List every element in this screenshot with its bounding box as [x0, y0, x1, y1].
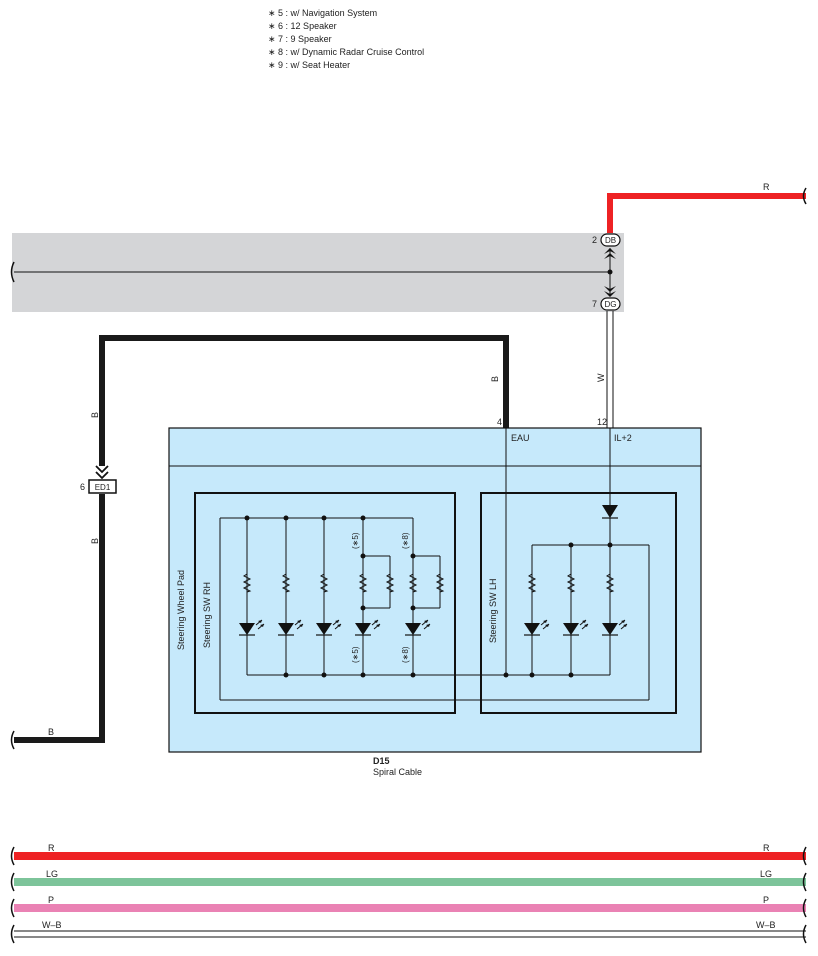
bottom-wire-p: P P: [10, 895, 807, 918]
diode-icon: [602, 505, 618, 518]
steering-sw-lh: Steering SW LH: [480, 492, 677, 714]
pad-label: Steering Wheel Pad: [176, 570, 186, 650]
wire-color-label: B: [90, 538, 100, 544]
wire-color-label: B: [90, 412, 100, 418]
connector-arrow-icon: [604, 248, 616, 254]
pin-name: IL+2: [614, 433, 632, 443]
black-wire-lower: [14, 494, 105, 743]
wire-color-label: B: [490, 376, 500, 382]
connector-label: DG: [605, 300, 617, 309]
wire-color-label: LG: [760, 869, 772, 879]
bottom-wire-lg: LG LG: [10, 869, 807, 892]
wire-color-label: R: [763, 843, 770, 853]
lh-label: Steering SW LH: [488, 578, 498, 643]
note-line: ∗ 9 : w/ Seat Heater: [268, 60, 350, 70]
note-line: ∗ 7 : 9 Speaker: [268, 34, 332, 44]
wire-color-label: R: [48, 843, 55, 853]
wire-color-label: R: [763, 182, 770, 192]
note-line: ∗ 6 : 12 Speaker: [268, 21, 337, 31]
wire-color-label: P: [763, 895, 769, 905]
pin-number: 4: [497, 417, 502, 427]
connector-pin: 7: [592, 299, 597, 309]
pin-name: EAU: [511, 433, 530, 443]
component-name: Spiral Cable: [373, 767, 422, 777]
white-wire: [606, 311, 614, 428]
wire-color-label: W–B: [756, 920, 776, 930]
wire-break-icon: [10, 730, 15, 750]
junction-dot: [607, 269, 613, 275]
connector-ed1: ED1 6: [80, 465, 117, 494]
note-line: ∗ 8 : w/ Dynamic Radar Cruise Control: [268, 47, 424, 57]
connector-dg: DG 7: [592, 297, 621, 311]
wire-color-label: W: [596, 373, 606, 382]
connector-pin: 6: [80, 482, 85, 492]
option-note: (∗8): [401, 646, 410, 663]
note-line: ∗ 5 : w/ Navigation System: [268, 8, 377, 18]
connector-label: DB: [605, 236, 616, 245]
option-note: (∗5): [351, 646, 360, 663]
wire-color-label: P: [48, 895, 54, 905]
connector-label: ED1: [95, 483, 111, 492]
wire-color-label: LG: [46, 869, 58, 879]
wire-break-icon: [802, 187, 807, 205]
wire-color-label: B: [48, 727, 54, 737]
option-note: (∗8): [401, 532, 410, 549]
bottom-wire-wb: W–B W–B: [10, 920, 807, 944]
red-wire-top: [607, 193, 806, 234]
wire-break-icon: [10, 261, 15, 283]
connector-arrow-icon: [604, 286, 616, 292]
connector-pin: 2: [592, 235, 597, 245]
option-note: (∗5): [351, 532, 360, 549]
connector-db: DB 2: [592, 233, 621, 247]
black-wire-main: [99, 335, 509, 466]
steering-sw-rh: Steering SW RH (: [194, 492, 650, 714]
notes-list: ∗ 5 : w/ Navigation System ∗ 6 : 12 Spea…: [268, 8, 424, 70]
bottom-wire-r: R R: [10, 843, 807, 866]
rh-label: Steering SW RH: [202, 582, 212, 648]
wire-color-label: W–B: [42, 920, 62, 930]
connector-arrow-icon: [604, 253, 616, 259]
connector-arrow-icon: [604, 291, 616, 297]
pin-number: 12: [597, 417, 607, 427]
component-id: D15: [373, 756, 390, 766]
